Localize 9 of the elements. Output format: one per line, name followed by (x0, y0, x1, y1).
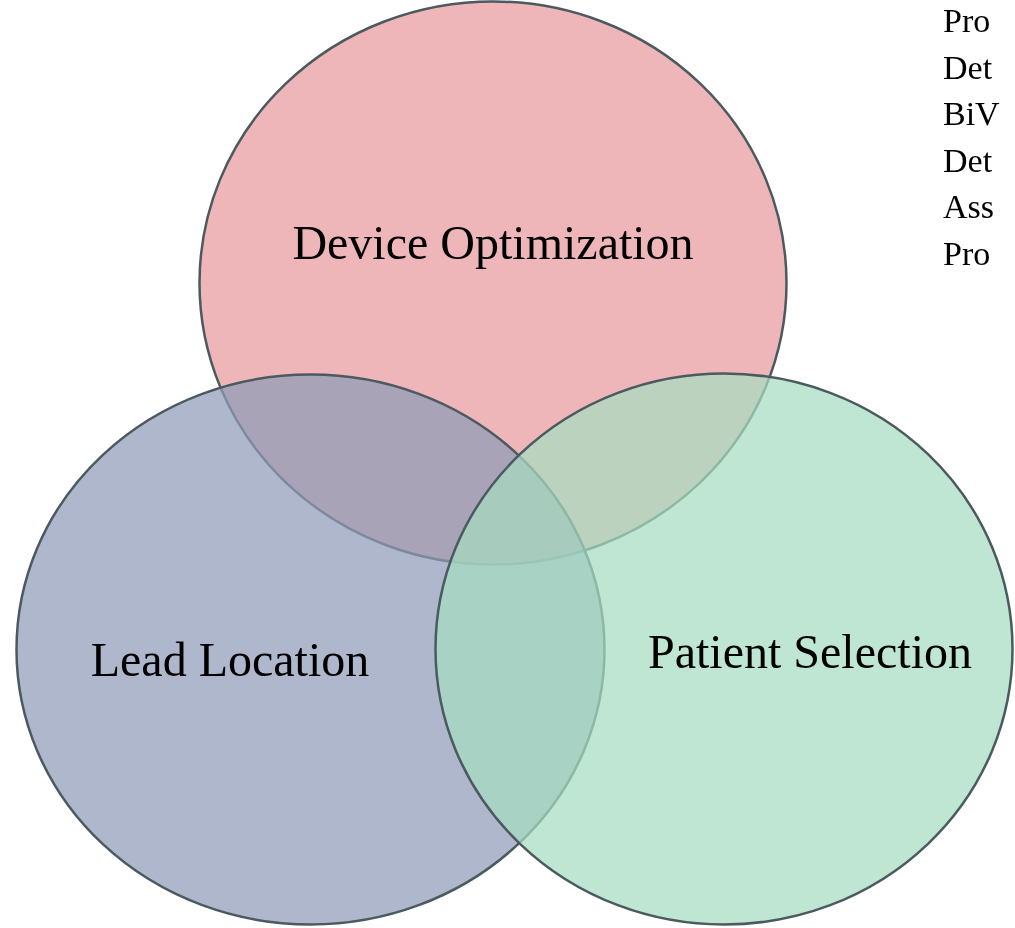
list-text: Pro (943, 233, 992, 274)
list-text: Det (943, 140, 994, 181)
list-text: Det (943, 47, 994, 88)
list-text: BiV (943, 94, 1000, 134)
circle-label: Lead Location (90, 636, 370, 684)
circle-label: Patient Selection (648, 628, 972, 676)
list-text: Ass (943, 187, 996, 227)
circle-label: Device Optimization (292, 219, 694, 267)
list-text: Pro (943, 1, 992, 41)
